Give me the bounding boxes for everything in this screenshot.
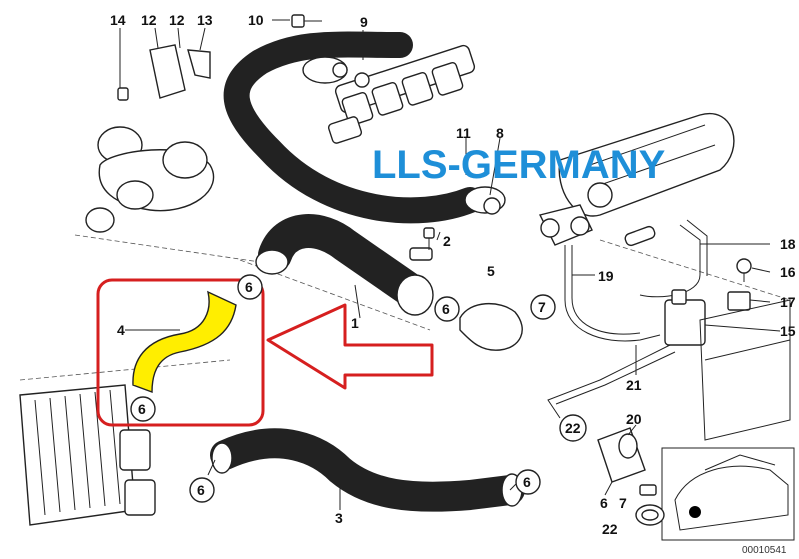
callout-14: 14 — [110, 12, 126, 28]
highlight-frame — [96, 278, 265, 427]
pressure-converter-15 — [664, 289, 791, 441]
callout-6e: 6 — [523, 474, 531, 490]
charge-pipe-part-1 — [255, 214, 434, 316]
callout-6a: 6 — [245, 279, 253, 295]
callout-17: 17 — [780, 294, 796, 310]
callout-12b: 12 — [169, 12, 185, 28]
hose-part-5 — [459, 302, 523, 351]
callout-11: 11 — [456, 125, 471, 141]
callout-3: 3 — [335, 510, 343, 526]
clip-parts — [117, 44, 211, 101]
engine-bay-outline — [19, 234, 791, 381]
callout-4: 4 — [117, 322, 125, 338]
callout-6b: 6 — [442, 301, 450, 317]
vacuum-line-fitting — [624, 225, 656, 247]
clip-part-16 — [736, 258, 752, 282]
callout-19: 19 — [598, 268, 614, 284]
highlighted-hose-part-4 — [132, 290, 237, 394]
callout-15: 15 — [780, 323, 796, 339]
nut-part-17 — [727, 291, 751, 311]
callout-13: 13 — [197, 12, 213, 28]
intake-manifold — [558, 112, 735, 217]
callout-8: 8 — [496, 125, 504, 141]
lower-hose-part-3 — [210, 428, 525, 512]
vacuum-line-21 — [547, 344, 676, 419]
callout-7a: 7 — [538, 299, 546, 315]
callout-6c: 6 — [138, 401, 146, 417]
vacuum-valve — [538, 204, 593, 246]
callout-22a: 22 — [565, 420, 581, 436]
pointer-arrow — [266, 303, 434, 390]
gasket-lower — [464, 186, 506, 215]
location-dot — [689, 506, 701, 518]
callout-22b: 22 — [602, 521, 618, 537]
intake-pipe-inner — [225, 33, 481, 222]
bolt-part-2 — [423, 227, 435, 250]
callout-7b: 7 — [619, 495, 627, 511]
callout-9: 9 — [360, 14, 368, 30]
callout-6f: 6 — [600, 495, 608, 511]
highlighted-hose — [132, 290, 237, 394]
callout-20: 20 — [626, 411, 642, 427]
callout-5: 5 — [487, 263, 495, 279]
callout-10: 10 — [248, 12, 264, 28]
vehicle-inset — [661, 447, 795, 541]
vacuum-line-19 — [564, 245, 661, 342]
callout-21: 21 — [626, 377, 642, 393]
callout-18: 18 — [780, 236, 796, 252]
intercooler — [19, 384, 156, 526]
turbocharger — [85, 126, 215, 233]
watermark-text: LLS-GERMANY — [372, 143, 666, 187]
diagram-number: 00010541 — [742, 545, 787, 556]
leader-lines — [119, 19, 781, 510]
callout-12a: 12 — [141, 12, 157, 28]
fuel-filter-20 — [597, 427, 646, 496]
callout-2: 2 — [443, 233, 451, 249]
hose-clamp-icon — [635, 484, 665, 526]
callout-16: 16 — [780, 264, 796, 280]
exhaust-manifold — [327, 44, 476, 144]
callout-1: 1 — [351, 315, 359, 331]
bolt-part-10 — [291, 14, 322, 28]
callout-6d: 6 — [197, 482, 205, 498]
gasket-upper — [302, 56, 370, 88]
circled-callouts — [130, 274, 587, 503]
